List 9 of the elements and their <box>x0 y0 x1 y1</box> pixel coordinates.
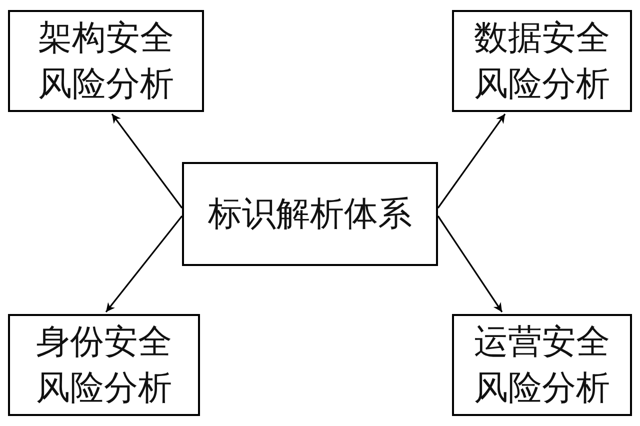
arrow <box>437 216 503 312</box>
process-box: 身份安全风险分析 <box>8 314 200 416</box>
process-box: 数据安全风险分析 <box>452 10 632 112</box>
process-box: 运营安全风险分析 <box>452 314 632 416</box>
arrow <box>437 114 506 208</box>
arrow <box>111 114 183 208</box>
process-box: 架构安全风险分析 <box>8 10 204 112</box>
central-box: 标识解析体系 <box>182 162 438 266</box>
arrow <box>105 216 183 312</box>
